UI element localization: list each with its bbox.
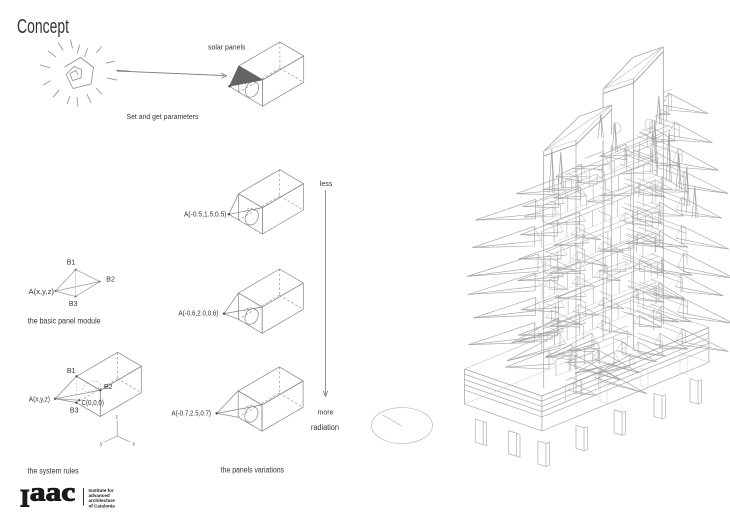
svg-text:less: less <box>320 181 333 188</box>
svg-text:the basic panel module: the basic panel module <box>28 317 101 326</box>
svg-text:more: more <box>318 410 334 417</box>
svg-text:Concept: Concept <box>17 16 69 38</box>
svg-text:B1: B1 <box>67 260 76 267</box>
svg-text:A(x,y,z): A(x,y,z) <box>29 289 55 296</box>
svg-text:B3: B3 <box>69 301 78 308</box>
svg-text:B2: B2 <box>104 384 113 391</box>
svg-text:A(x,y,z): A(x,y,z) <box>29 397 50 404</box>
svg-text:A(-0.7,2.5,0.7): A(-0.7,2.5,0.7) <box>172 408 212 417</box>
svg-text:Set and get parameters: Set and get parameters <box>127 112 199 121</box>
svg-text:B3: B3 <box>70 408 79 415</box>
svg-text:B1: B1 <box>67 368 76 375</box>
svg-text:A(-0.5,1.5,0.5): A(-0.5,1.5,0.5) <box>184 209 227 218</box>
svg-text:A(-0.6,2.0,0.6): A(-0.6,2.0,0.6) <box>179 309 219 318</box>
svg-text:radiation: radiation <box>311 423 339 432</box>
svg-text:the panels variations: the panels variations <box>221 466 284 475</box>
svg-text:C(0,0,0): C(0,0,0) <box>82 400 104 407</box>
svg-text:B2: B2 <box>106 276 115 283</box>
svg-text:the system rules: the system rules <box>28 467 79 476</box>
svg-text:solar panels: solar panels <box>208 43 246 52</box>
svg-text:of Catalonia: of Catalonia <box>89 503 116 508</box>
